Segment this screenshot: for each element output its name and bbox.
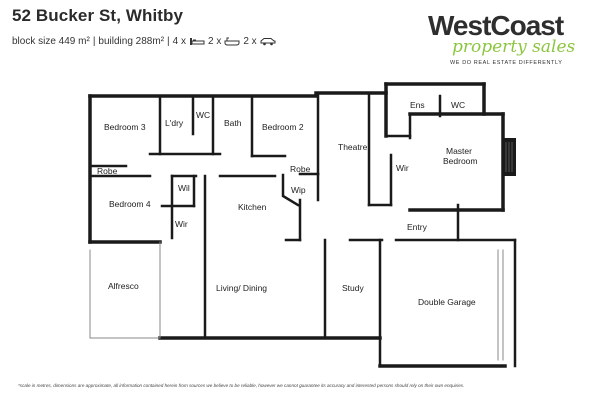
room-label-wip: Wip	[291, 185, 306, 195]
room-label-laundry: L'dry	[165, 118, 184, 128]
room-label-master-bedroom: Bedroom	[443, 156, 478, 166]
agency-logo: WestCoast property sales WE DO REAL ESTA…	[428, 10, 593, 72]
bath-count-text: 2 x	[207, 36, 222, 47]
room-label-robe: Robe	[97, 166, 118, 176]
logo-tagline: WE DO REAL ESTATE DIFFERENTLY	[450, 60, 563, 66]
building-size-text: building 288m²	[98, 36, 165, 47]
room-label-bedroom4: Bedroom 4	[109, 199, 151, 209]
room-label-kitchen: Kitchen	[238, 202, 267, 212]
room-label-wil: Wil	[178, 183, 190, 193]
room-label-living-dining: Living/ Dining	[216, 283, 267, 293]
room-label-master-wir: Wir	[396, 163, 409, 173]
block-size-text: block size 449 m²	[12, 36, 90, 47]
room-label-bedroom3: Bedroom 3	[104, 122, 146, 132]
room-label-wc: WC	[451, 100, 465, 110]
bed-count-text: 4 x	[172, 36, 186, 47]
room-label-wir: Wir	[175, 219, 188, 229]
fireplace-vent	[505, 142, 513, 172]
room-label-theatre: Theatre	[338, 142, 368, 152]
room-label-alfresco: Alfresco	[108, 281, 139, 291]
bed-icon	[189, 38, 205, 45]
logo-wordmark: WestCoast	[428, 10, 564, 41]
room-label-robe: Robe	[290, 164, 311, 174]
car-count-text: 2 x	[243, 36, 257, 47]
room-label-master: Master	[446, 146, 472, 156]
room-label-garage: Double Garage	[418, 297, 476, 307]
property-address-title: 52 Bucker St, Whitby	[12, 6, 184, 25]
logo-script: property sales	[452, 37, 576, 57]
bath-icon	[224, 37, 240, 46]
car-icon	[260, 38, 276, 46]
property-specs: block size 449 m² | building 288m² | 4 x…	[12, 36, 276, 47]
room-label-bedroom2: Bedroom 2	[262, 122, 304, 132]
room-label-bath: Bath	[224, 118, 242, 128]
spec-separator: |	[92, 36, 96, 47]
property-header: 52 Bucker St, Whitby block size 449 m² |…	[12, 6, 276, 47]
room-label-entry: Entry	[407, 222, 428, 232]
plan-walls	[88, 82, 517, 368]
spec-separator: |	[167, 36, 170, 47]
room-label-study: Study	[342, 283, 364, 293]
room-label-ensuite: Ens	[410, 100, 425, 110]
disclaimer-text: *scale in metres, dimensions are approxi…	[18, 383, 465, 388]
room-label-wc: WC	[196, 110, 210, 120]
